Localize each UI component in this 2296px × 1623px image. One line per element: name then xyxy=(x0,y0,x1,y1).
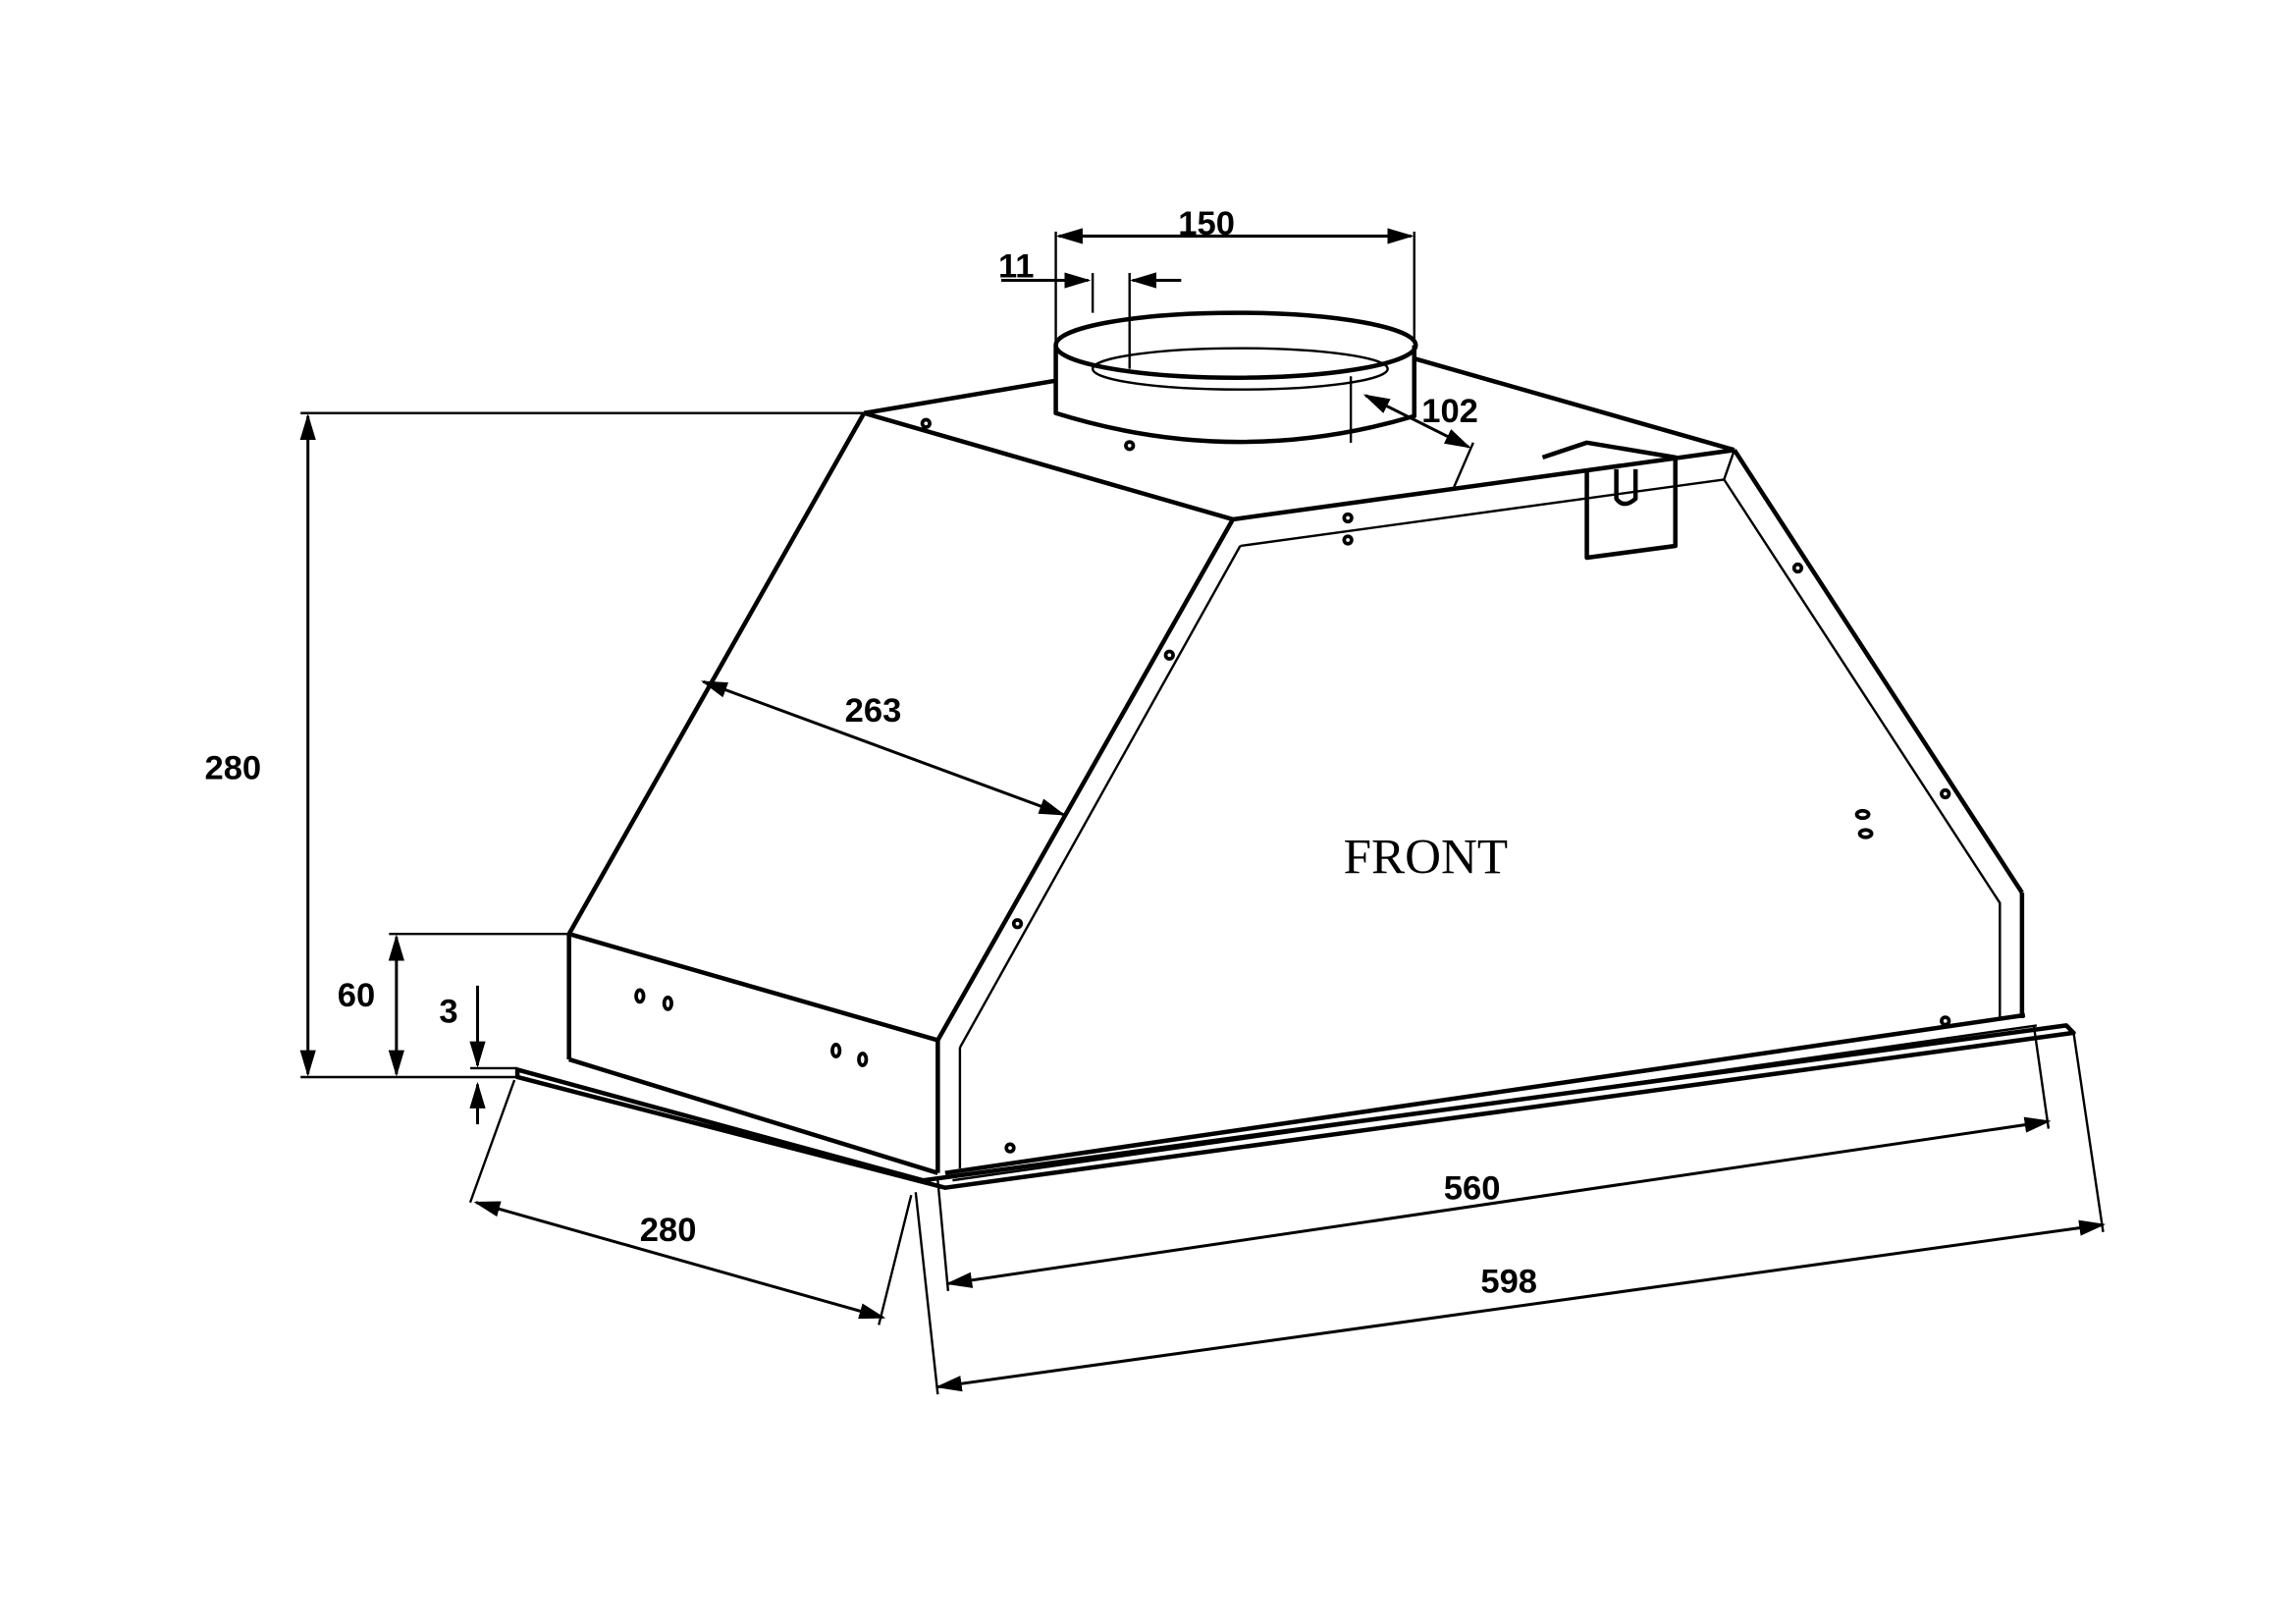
duct-collar xyxy=(1053,310,1418,445)
dimension-lines xyxy=(299,228,2107,1395)
dim-duct-diameter: 150 xyxy=(1178,205,1235,243)
dim-slope-length: 263 xyxy=(845,692,902,730)
dim-duct-rim: 11 xyxy=(998,248,1035,286)
dim-duct-offset: 102 xyxy=(1421,393,1478,430)
dim-body-width: 560 xyxy=(1444,1170,1501,1208)
dimension-labels: 150 11 102 280 263 60 3 280 560 598 xyxy=(205,205,1537,1300)
hood-body xyxy=(514,355,2076,1190)
dim-depth: 280 xyxy=(640,1212,697,1249)
dim-overall-width: 598 xyxy=(1480,1263,1537,1300)
dim-base-height: 60 xyxy=(338,977,375,1014)
mounting-holes xyxy=(634,417,1951,1154)
front-label: FRONT xyxy=(1344,830,1508,886)
dim-total-height: 280 xyxy=(205,749,262,786)
dim-trim-thickness: 3 xyxy=(439,993,457,1030)
